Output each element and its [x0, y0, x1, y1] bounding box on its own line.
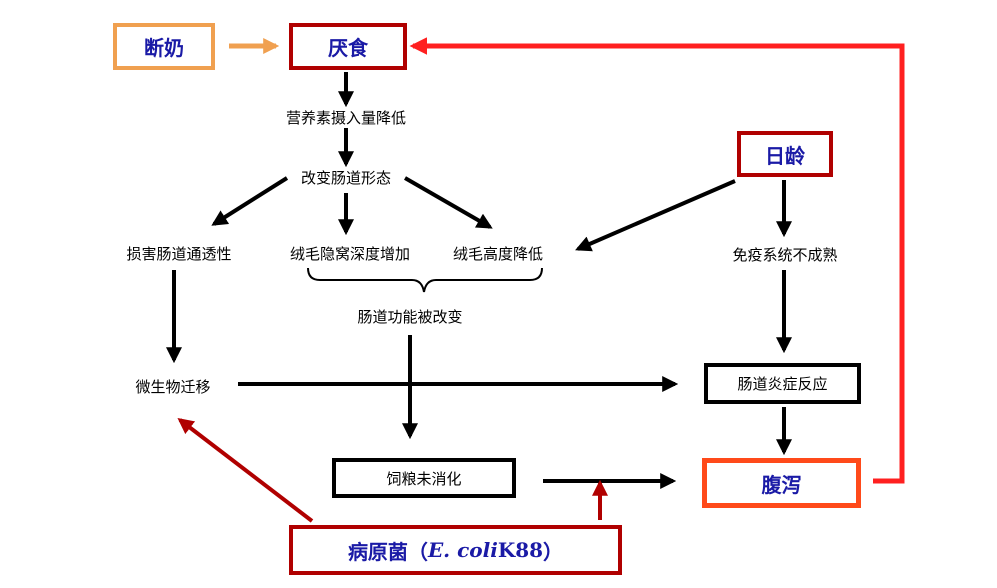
- node-change-morphology: 改变肠道形态: [300, 168, 391, 187]
- node-anorexia: 厌食: [289, 23, 407, 70]
- node-weaning: 断奶: [113, 23, 215, 70]
- node-inflammation: 肠道炎症反应: [704, 363, 861, 404]
- arrow-diarrhea-anorexia-feedback: [409, 37, 905, 484]
- arrow-age-villus: [575, 179, 736, 252]
- pathogen-suffix: ）: [543, 539, 564, 564]
- arrow-morphology-permeability: [211, 176, 289, 226]
- node-crypt-depth: 绒毛隐窝深度增加: [289, 244, 410, 263]
- node-pathogen: 病原菌（E. coli K88）: [289, 525, 622, 575]
- node-age: 日龄: [737, 131, 833, 177]
- brace: [307, 267, 543, 293]
- pathogen-species: E. coli: [427, 538, 498, 562]
- pathogen-prefix: 病原菌（: [347, 539, 428, 564]
- node-nutrient-intake: 营养素摄入量降低: [285, 108, 406, 127]
- node-damage-permeability: 损害肠道通透性: [126, 244, 232, 263]
- arrow-pathogen-migration: [177, 418, 314, 523]
- node-immune-immature: 免疫系统不成熟: [732, 245, 838, 264]
- node-feed-undigested: 饲粮未消化: [332, 458, 516, 498]
- node-microbial-migration: 微生物迁移: [135, 377, 211, 396]
- pathogen-strain: K88: [497, 538, 544, 562]
- node-villus-height: 绒毛高度降低: [452, 244, 543, 263]
- arrow-morphology-villus: [404, 176, 493, 229]
- node-gut-function: 肠道功能被改变: [357, 307, 463, 326]
- node-diarrhea: 腹泻: [702, 458, 861, 508]
